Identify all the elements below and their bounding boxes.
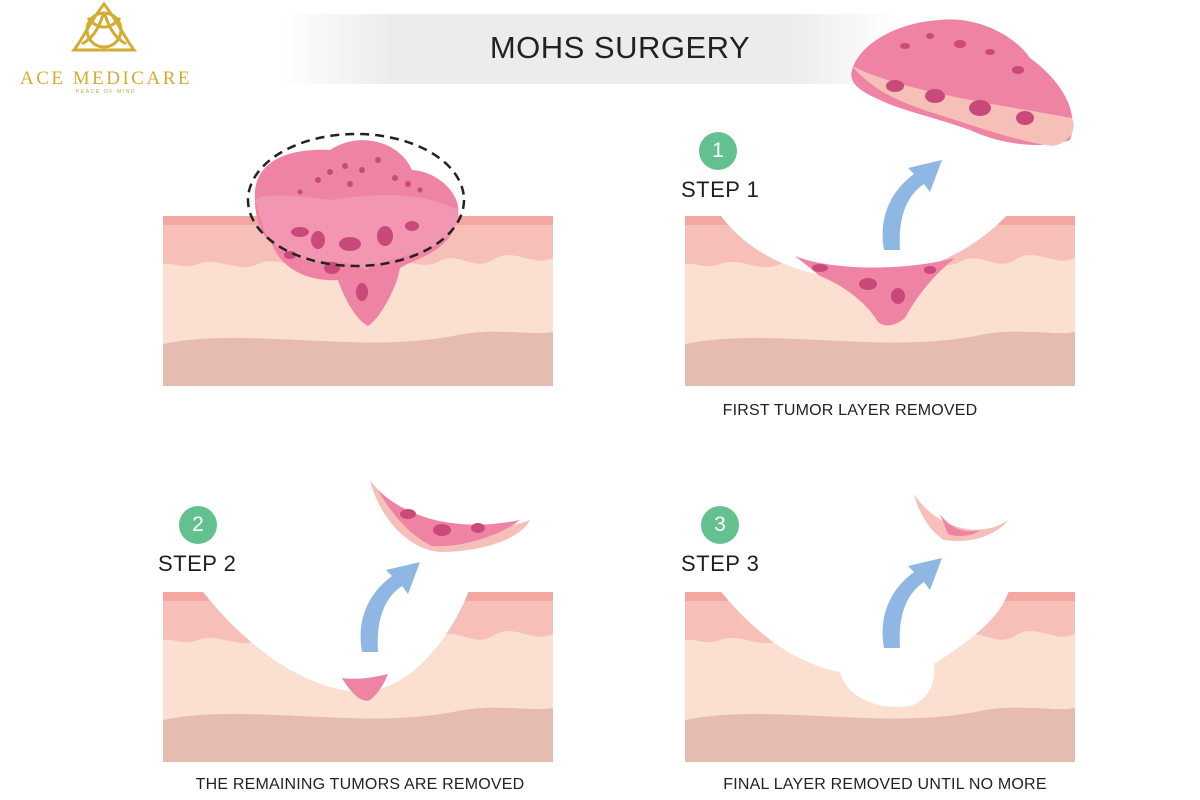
title-banner — [280, 14, 900, 84]
step-3-label: STEP 3 — [681, 551, 760, 576]
panel-step-2 — [163, 480, 553, 762]
page-title: MOHS SURGERY — [489, 30, 751, 65]
step-3-badge: 3 — [701, 506, 739, 544]
celtic-knot-logo-icon — [70, 1, 138, 52]
step-2-caption: THE REMAINING TUMORS ARE REMOVED — [195, 776, 525, 793]
panel-step-1 — [685, 19, 1075, 386]
panel-initial-tumor — [163, 132, 553, 386]
step-1-caption: FIRST TUMOR LAYER REMOVED — [722, 402, 978, 419]
step-1-badge: 1 — [699, 132, 737, 170]
brand-tagline: PEACE OF MIND — [75, 89, 137, 95]
step-3-caption: FINAL LAYER REMOVED UNTIL NO MORE — [723, 776, 1047, 793]
step-2-badge: 2 — [179, 506, 217, 544]
step-1-label: STEP 1 — [681, 177, 760, 202]
panel-step-3 — [685, 494, 1075, 762]
brand-name: ACE MEDICARE — [20, 68, 192, 89]
step-2-label: STEP 2 — [158, 551, 237, 576]
